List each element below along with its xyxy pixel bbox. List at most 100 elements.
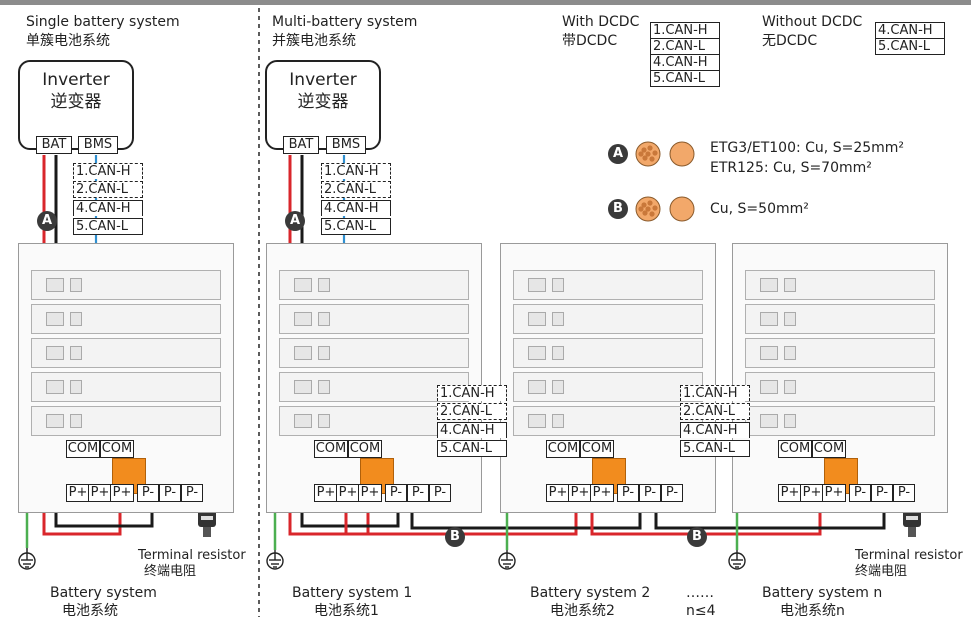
- terminal-p-minus: P-: [159, 484, 181, 502]
- right-title-en: Multi-battery system: [272, 14, 418, 30]
- terminal-p-plus: P+: [778, 484, 802, 502]
- can-line-4: 4.CAN-H: [680, 422, 750, 438]
- right-title-zh: 并簇电池系统: [272, 33, 356, 49]
- can-line-2: 2.CAN-L: [321, 181, 391, 198]
- can-line-4: 4.CAN-H: [437, 422, 507, 438]
- cable-b-spec-line-1: Cu, S=50mm²: [710, 201, 809, 217]
- bms-port: BMS: [326, 136, 366, 154]
- with-dcdc-can-2: 2.CAN-L: [650, 38, 720, 54]
- with-dcdc-can-1: 1.CAN-H: [650, 22, 720, 38]
- cable-b-badge: B: [687, 527, 707, 547]
- inverter: Inverter 逆变器: [265, 60, 381, 150]
- cable-a-cross-section-icon: [635, 141, 695, 167]
- com-port-1: COM: [314, 440, 348, 458]
- can-line-1: 1.CAN-H: [437, 385, 507, 401]
- battery-system-2-label-zh: 电池系统2: [550, 603, 615, 619]
- ground-icon: [18, 552, 36, 570]
- terminal-p-minus: P-: [617, 484, 639, 502]
- terminal-resistor-label-zh: 终端电阻: [855, 564, 908, 579]
- terminal-p-minus: P-: [181, 484, 203, 502]
- battery-system-n-label-zh: 电池系统n: [780, 603, 845, 619]
- inverter-label-zh: 逆变器: [50, 92, 102, 112]
- terminal-resistor-label-zh: 终端电阻: [144, 564, 197, 579]
- with-dcdc-label-en: With DCDC: [562, 14, 640, 30]
- terminal-p-plus: P+: [590, 484, 614, 502]
- terminal-p-minus: P-: [137, 484, 159, 502]
- ground-icon: [498, 550, 516, 570]
- left-title-zh: 单簇电池系统: [26, 33, 110, 49]
- without-dcdc-label-zh: 无DCDC: [762, 33, 818, 49]
- terminal-p-plus: P+: [358, 484, 382, 502]
- can-line-5: 5.CAN-L: [321, 218, 391, 235]
- terminal-p-minus: P-: [639, 484, 661, 502]
- battery-system-1-label-en: Battery system 1: [292, 585, 413, 601]
- terminal-p-plus: P+: [88, 484, 112, 502]
- com-port-2: COM: [580, 440, 614, 458]
- inverter-label-en: Inverter: [42, 70, 110, 90]
- inverter-label-zh: 逆变器: [297, 92, 349, 112]
- legend-cable-a-badge: A: [608, 144, 628, 164]
- ground-icon: [728, 550, 746, 570]
- can-line-4: 4.CAN-H: [321, 200, 391, 216]
- terminal-p-minus: P-: [429, 484, 451, 502]
- terminal-p-plus: P+: [314, 484, 338, 502]
- com-port-2: COM: [812, 440, 846, 458]
- can-line-2: 2.CAN-L: [437, 403, 507, 420]
- terminal-p-plus: P+: [568, 484, 592, 502]
- bat-port: BAT: [283, 136, 319, 154]
- inverter-label-en: Inverter: [289, 70, 357, 90]
- cable-a-badge: A: [285, 211, 305, 231]
- terminal-p-minus: P-: [849, 484, 871, 502]
- can-line-1: 1.CAN-H: [321, 163, 391, 179]
- left-title-en: Single battery system: [26, 14, 180, 30]
- battery-system-label-zh: 电池系统: [62, 603, 118, 619]
- com-port-1: COM: [778, 440, 812, 458]
- cable-b-badge: B: [445, 527, 465, 547]
- with-dcdc-can-5: 5.CAN-L: [650, 70, 720, 87]
- battery-system-2-label-en: Battery system 2: [530, 585, 651, 601]
- terminal-p-plus: P+: [822, 484, 846, 502]
- battery-system-label-en: Battery system: [50, 585, 157, 601]
- terminal-p-plus: P+: [110, 484, 134, 502]
- ellipsis: ……: [686, 585, 714, 601]
- can-line-5: 5.CAN-L: [437, 440, 507, 457]
- cable-b-cross-section-icon: [635, 196, 695, 222]
- terminal-p-plus: P+: [800, 484, 824, 502]
- top-border: [0, 0, 971, 5]
- com-port-1: COM: [546, 440, 580, 458]
- can-line-4: 4.CAN-H: [73, 200, 143, 216]
- inverter: Inverter 逆变器: [18, 60, 134, 150]
- terminal-p-plus: P+: [336, 484, 360, 502]
- n-limit: n≤4: [686, 603, 716, 619]
- can-line-2: 2.CAN-L: [680, 403, 750, 420]
- com-port-1: COM: [66, 440, 100, 458]
- can-line-5: 5.CAN-L: [73, 218, 143, 235]
- com-port-2: COM: [348, 440, 382, 458]
- terminal-p-minus: P-: [661, 484, 683, 502]
- can-line-1: 1.CAN-H: [73, 163, 143, 179]
- terminal-p-plus: P+: [66, 484, 90, 502]
- battery-system-1-label-zh: 电池系统1: [314, 603, 379, 619]
- without-dcdc-label-en: Without DCDC: [762, 14, 863, 30]
- without-dcdc-can-4: 4.CAN-H: [875, 22, 945, 38]
- terminal-p-minus: P-: [893, 484, 915, 502]
- legend-cable-b-badge: B: [608, 199, 628, 219]
- can-line-5: 5.CAN-L: [680, 440, 750, 457]
- terminal-p-minus: P-: [385, 484, 407, 502]
- terminal-p-minus: P-: [871, 484, 893, 502]
- terminal-resistor-label-en: Terminal resistor: [138, 548, 246, 563]
- with-dcdc-label-zh: 带DCDC: [562, 33, 618, 49]
- can-line-1: 1.CAN-H: [680, 385, 750, 401]
- terminal-p-minus: P-: [407, 484, 429, 502]
- bat-port: BAT: [36, 136, 72, 154]
- with-dcdc-can-4: 4.CAN-H: [650, 54, 720, 70]
- cable-a-badge: A: [37, 211, 57, 231]
- can-line-2: 2.CAN-L: [73, 181, 143, 198]
- battery-system-n-label-en: Battery system n: [762, 585, 883, 601]
- ground-icon: [266, 550, 284, 570]
- terminal-p-plus: P+: [546, 484, 570, 502]
- terminal-resistor-label-en: Terminal resistor: [855, 548, 963, 563]
- cable-a-spec-line-1: ETG3/ET100: Cu, S=25mm²: [710, 140, 905, 156]
- cable-a-spec-line-2: ETR125: Cu, S=70mm²: [710, 160, 872, 176]
